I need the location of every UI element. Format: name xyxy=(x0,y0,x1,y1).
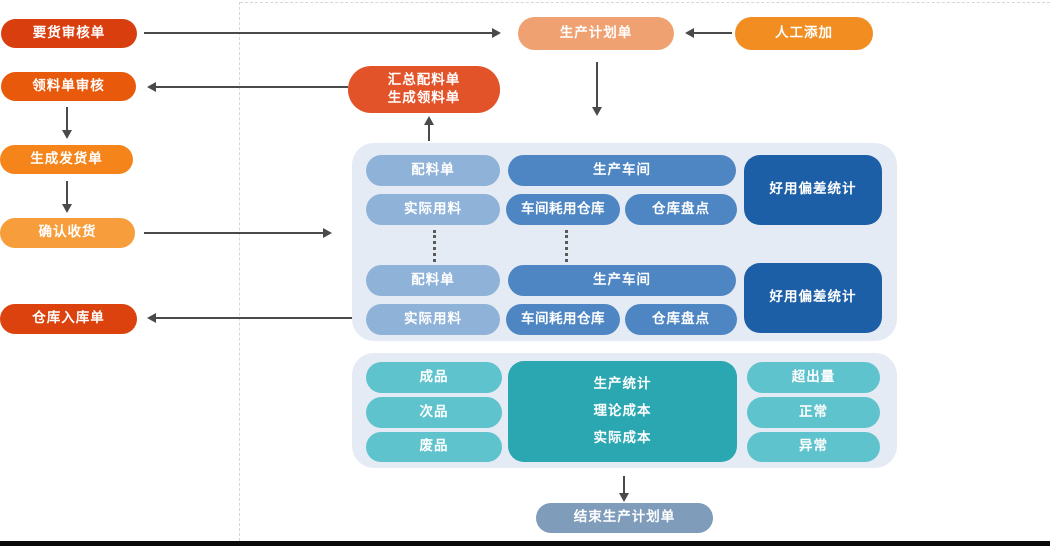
node-batching-list-2: 配料单 xyxy=(366,265,500,296)
arrowhead-workshop-to-summary xyxy=(424,116,434,125)
arrowhead-workshop-to-inbound xyxy=(147,313,156,323)
arrow-line-shipment-to-receipt xyxy=(66,181,68,205)
node-production-workshop-2: 生产车间 xyxy=(508,265,736,296)
actual-cost-label: 实际成本 xyxy=(593,429,652,446)
arrow-line-workshop-to-inbound xyxy=(156,317,352,319)
node-production-cost-summary: 生产统计 理论成本 实际成本 xyxy=(508,361,737,462)
node-excess-quantity: 超出量 xyxy=(747,362,880,393)
node-warehouse-inbound: 仓库入库单 xyxy=(0,304,137,334)
node-summary-picking: 汇总配料单 生成领料单 xyxy=(348,66,500,113)
node-workshop-consumption-warehouse-1: 车间耗用仓库 xyxy=(506,194,620,225)
summary-line2: 生成领料单 xyxy=(387,89,461,106)
node-normal: 正常 xyxy=(747,397,880,428)
horizontal-dashed-divider xyxy=(240,2,1050,3)
node-finished-product: 成品 xyxy=(366,362,502,393)
node-usage-deviation-stats-1: 好用偏差统计 xyxy=(744,155,882,225)
arrow-line-summary-to-picking xyxy=(156,86,348,88)
node-create-shipment: 生成发货单 xyxy=(0,145,133,174)
arrow-line-manual-to-plan xyxy=(694,32,732,34)
node-workshop-consumption-warehouse-2: 车间耗用仓库 xyxy=(506,304,620,335)
arrow-line-stats-to-end xyxy=(623,476,625,494)
node-demand-review: 要货审核单 xyxy=(1,19,137,48)
node-usage-deviation-stats-2: 好用偏差统计 xyxy=(744,263,882,333)
node-actual-usage-1: 实际用料 xyxy=(366,194,500,225)
production-stats-label: 生产统计 xyxy=(593,375,652,392)
node-scrap-product: 废品 xyxy=(366,432,502,462)
node-warehouse-stocktake-1: 仓库盘点 xyxy=(625,194,737,225)
node-picking-review: 领料单审核 xyxy=(1,72,136,101)
node-abnormal: 异常 xyxy=(747,432,880,462)
vertical-dashed-divider xyxy=(239,2,240,541)
node-end-production-plan: 结束生产计划单 xyxy=(536,503,713,533)
arrowhead-stats-to-end xyxy=(619,493,629,502)
node-production-plan: 生产计划单 xyxy=(518,17,674,50)
arrowhead-shipment-to-receipt xyxy=(62,204,72,213)
arrow-line-receipt-to-workshop xyxy=(144,232,324,234)
node-defective-product: 次品 xyxy=(366,397,502,428)
dotted-connector-right xyxy=(565,230,568,262)
node-confirm-receipt: 确认收货 xyxy=(0,218,135,248)
theoretical-cost-label: 理论成本 xyxy=(593,402,652,419)
arrowhead-manual-to-plan xyxy=(685,28,694,38)
node-warehouse-stocktake-2: 仓库盘点 xyxy=(625,304,737,335)
arrowhead-demand-to-plan xyxy=(492,28,501,38)
arrowhead-receipt-to-workshop xyxy=(323,228,332,238)
dotted-connector-left xyxy=(433,230,436,262)
arrowhead-summary-to-picking xyxy=(147,82,156,92)
arrow-line-plan-to-workshop xyxy=(596,62,598,108)
arrowhead-picking-to-shipment xyxy=(62,130,72,139)
bottom-border-bar xyxy=(0,541,1050,546)
arrowhead-plan-to-workshop xyxy=(592,107,602,116)
summary-line1: 汇总配料单 xyxy=(387,71,461,88)
arrow-line-demand-to-plan xyxy=(144,32,492,34)
node-actual-usage-2: 实际用料 xyxy=(366,304,500,335)
node-manual-add: 人工添加 xyxy=(735,17,873,50)
arrow-line-picking-to-shipment xyxy=(66,107,68,131)
node-batching-list-1: 配料单 xyxy=(366,155,500,186)
node-production-workshop-1: 生产车间 xyxy=(508,155,736,186)
arrow-line-workshop-to-summary xyxy=(428,124,430,141)
